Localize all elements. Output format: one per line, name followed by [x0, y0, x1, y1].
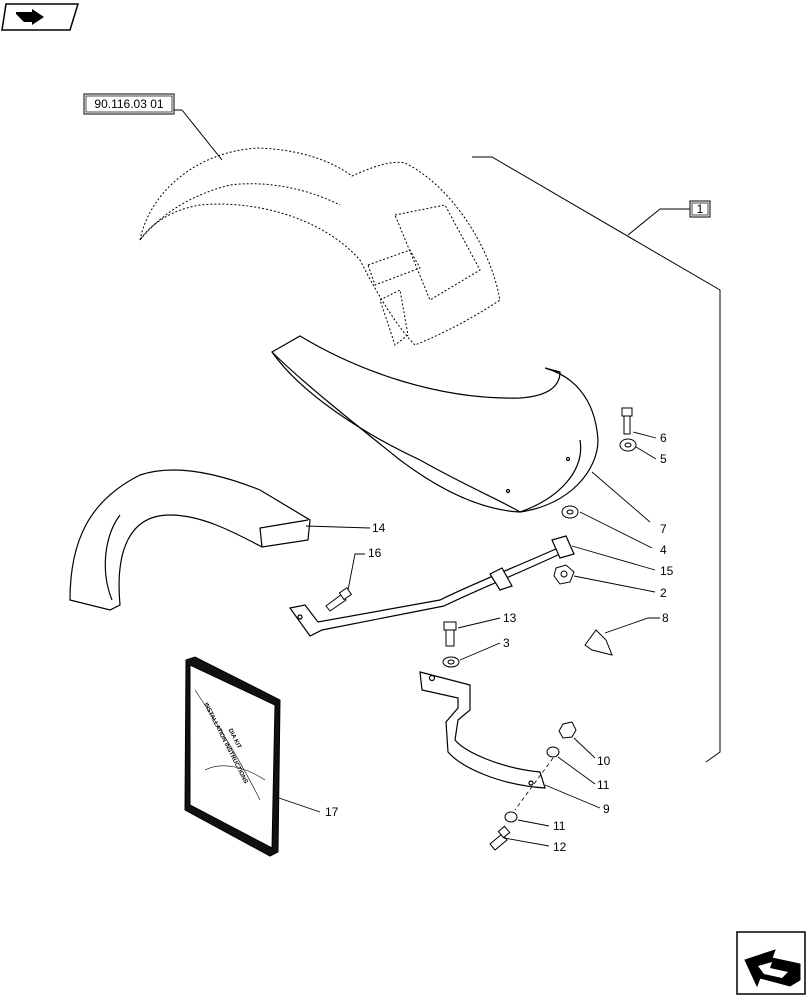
support-rod [288, 535, 575, 637]
callout-6: 6 [660, 431, 667, 445]
instruction-booklet: DIA KIT INSTALLATION INSTRUCTIONS [184, 656, 281, 857]
callout-13: 13 [503, 611, 517, 625]
callout-17: 17 [325, 805, 339, 819]
reference-leader [181, 109, 223, 161]
nut-part-10 [558, 721, 577, 739]
kit-bracket [472, 156, 721, 763]
bolt-part-12 [489, 825, 511, 851]
fender-panel [271, 335, 599, 513]
callout-14: 14 [372, 521, 386, 535]
leader-lines [278, 431, 660, 847]
nut-part-2-hole [560, 570, 568, 578]
callout-16: 16 [368, 546, 382, 560]
clip-part-8 [584, 629, 613, 656]
reference-label-text: 90.116.03 01 [94, 97, 164, 111]
callout-9: 9 [603, 802, 610, 816]
kit-leader [627, 208, 661, 236]
callout-12: 12 [553, 840, 567, 854]
callout-4: 4 [660, 543, 667, 557]
page-back-arrow-icon[interactable] [1, 3, 80, 31]
callout-11: 11 [597, 778, 610, 792]
callout-5: 5 [660, 452, 667, 466]
callout-15: 15 [660, 564, 674, 578]
callout-7: 7 [660, 522, 667, 536]
reference-fender [139, 147, 501, 346]
kit-label[interactable]: 1 [689, 200, 711, 218]
washer-part-5-hole [624, 442, 632, 448]
rear-fender [69, 469, 311, 611]
washer-part-11-upper [546, 746, 560, 758]
callout-8: 8 [662, 611, 669, 625]
callout-3: 3 [503, 636, 510, 650]
washer-part-11-lower [504, 811, 518, 823]
kit-label-text: 1 [697, 202, 704, 216]
bolt-part-6 [621, 407, 633, 435]
washer-part-4-hole [566, 509, 574, 515]
bolt-part-13 [443, 621, 457, 647]
callout-11: 11 [553, 819, 566, 833]
bolt-part-16 [325, 587, 353, 612]
washer-part-3-hole [447, 659, 455, 665]
reference-label[interactable]: 90.116.03 01 [83, 93, 175, 115]
callout-2: 2 [660, 586, 667, 600]
next-page-arrow-icon[interactable] [736, 931, 806, 995]
callout-10: 10 [597, 754, 611, 768]
alignment-line [514, 757, 554, 811]
bracket-strap [419, 671, 546, 789]
